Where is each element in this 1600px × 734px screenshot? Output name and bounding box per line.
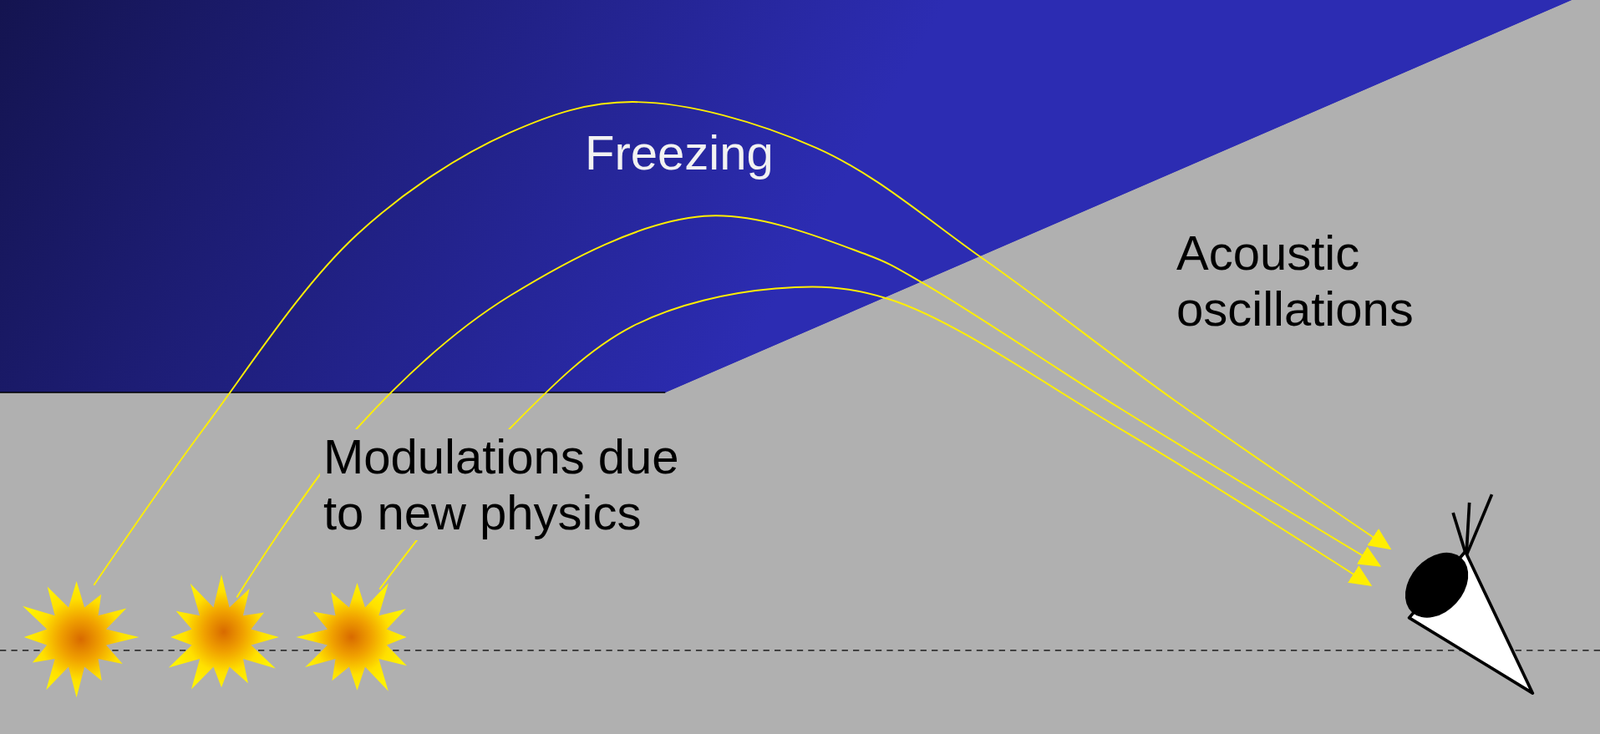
telescope-leg	[1466, 494, 1493, 556]
light-path	[93, 101, 1390, 586]
burst-star	[22, 581, 139, 698]
frozen-region	[0, 0, 1572, 393]
boundary-line	[0, 391, 666, 393]
frozen-region	[0, 0, 1600, 393]
telescope-lens	[1392, 540, 1482, 631]
burst-star	[168, 574, 280, 690]
phase-label: Freezing	[584, 125, 774, 182]
region-label: Acoustic oscillations	[1173, 225, 1464, 337]
light-paths	[93, 101, 1390, 598]
telescope	[1392, 494, 1534, 694]
bursts	[22, 574, 407, 698]
region-label: Modulations due to new physics	[320, 429, 720, 541]
telescope-leg	[1452, 513, 1467, 556]
burst-star	[295, 583, 407, 692]
